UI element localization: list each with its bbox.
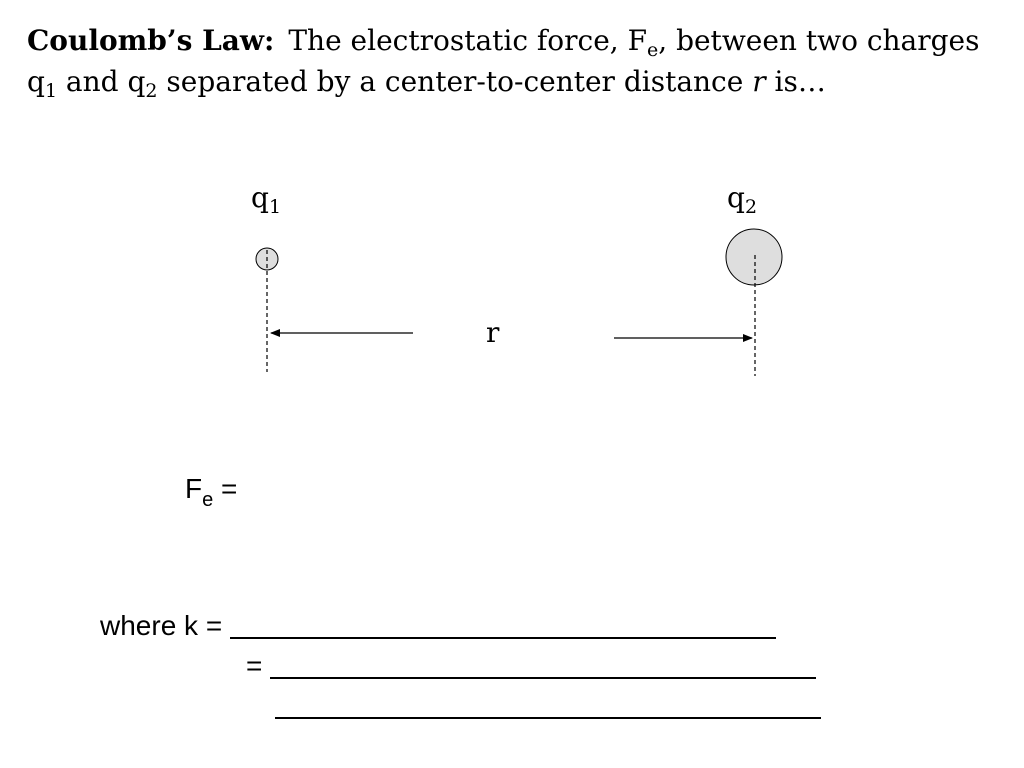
q2-label-sub: 2 [744,196,758,218]
where-k-label: where k = [100,610,223,641]
q1-label: q1 [251,181,281,217]
q2-label-base: q [727,181,745,214]
force-symbol-subscript: e [202,489,214,511]
force-symbol: F [185,473,203,504]
q1-subscript-text: 1 [44,80,58,102]
q1-label-sub: 1 [268,196,282,218]
q2-subscript-text: 2 [145,80,158,102]
intro-text: Coulomb’s Law: The electrostatic force, F… [27,20,987,102]
k-blank-line-1 [230,615,777,639]
k-blank-line-3 [275,695,821,719]
where-k-row-3 [267,690,821,722]
law-title: Coulomb’s Law: [27,24,275,57]
force-equals: = [213,473,238,504]
intro-part-1: The electrostatic force, F [288,24,648,57]
where-k-row-2: = [246,650,817,682]
k-blank-line-2 [270,655,817,679]
intro-part-2: , between two charges q [27,24,980,98]
intro-part-4: separated by a center-to-center distance [157,65,753,98]
charge-q2-circle [725,228,783,286]
distance-variable: r [752,65,766,98]
q1-label-base: q [251,181,269,214]
force-formula: Fe = [185,473,238,510]
distance-label: r [486,316,500,349]
q2-label: q2 [727,181,757,217]
where-k-row: where k = [100,610,777,642]
intro-part-5: is… [765,65,826,98]
force-subscript: e [647,39,659,61]
equals-label: = [246,650,263,681]
intro-part-3: and q [57,65,146,98]
